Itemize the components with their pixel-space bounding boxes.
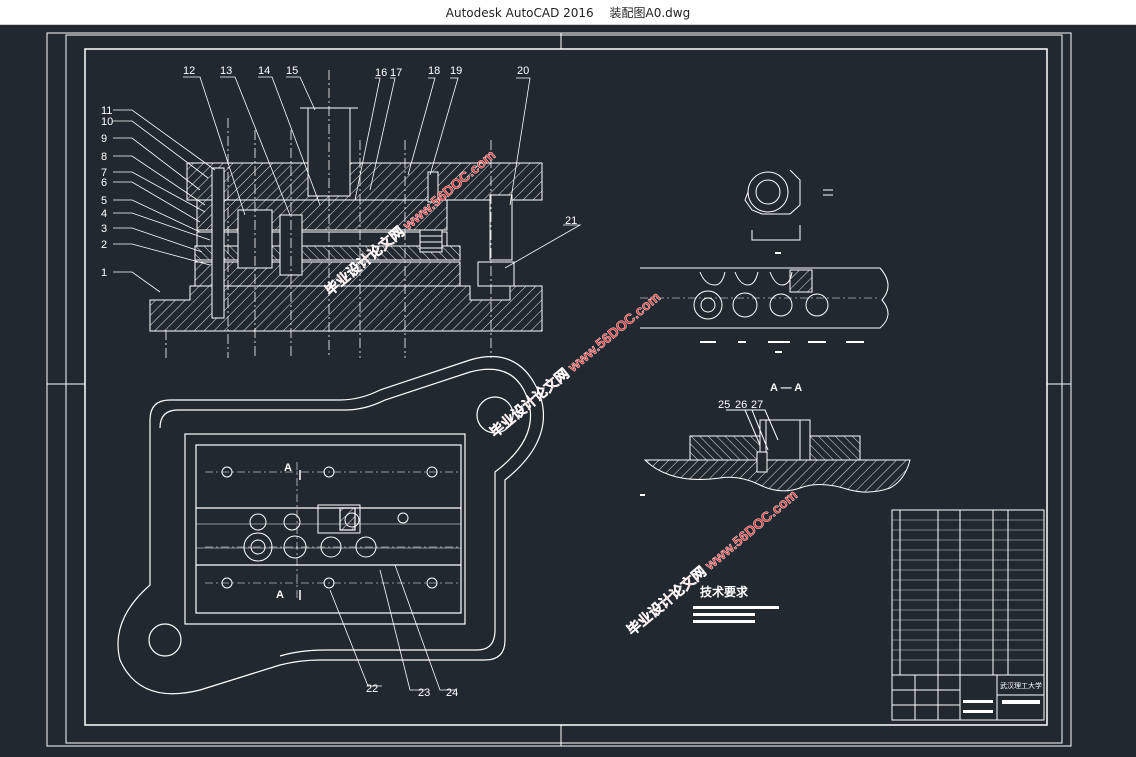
leader-23: 23: [418, 687, 430, 699]
leader-14: 14: [258, 65, 270, 77]
leader-10: 10: [101, 116, 113, 128]
leader-21: 21: [565, 215, 577, 227]
leader-6: 6: [101, 177, 107, 189]
leader-12: 12: [183, 65, 195, 77]
leader-15: 15: [286, 65, 298, 77]
plan-view: 22 23 24 A A: [117, 356, 544, 699]
part-detail-view: [744, 169, 833, 254]
window-title: Autodesk AutoCAD 2016 装配图A0.dwg: [0, 4, 1136, 21]
strip-layout-view: [640, 267, 889, 353]
leader-2: 2: [101, 239, 107, 251]
leader-17: 17: [390, 67, 402, 79]
title-block: 武汉理工大学: [891, 509, 1045, 721]
section-marker-a-top: A: [284, 462, 292, 474]
section-title-a-a: A — A: [770, 382, 802, 394]
leader-19: 19: [450, 65, 462, 77]
leader-13: 13: [220, 65, 232, 77]
leader-5: 5: [101, 195, 107, 207]
title-block-school: 武汉理工大学: [1000, 681, 1042, 690]
leader-8: 8: [101, 151, 107, 163]
file-name: 装配图A0.dwg: [609, 6, 691, 20]
technical-requirements: 技术要求: [693, 584, 779, 623]
cad-drawing[interactable]: 11 10 9 8 7 6 5 4 3 2 1 12 13 14 15 16 1…: [0, 25, 1136, 753]
leader-25: 25: [718, 399, 730, 411]
tech-req-title: 技术要求: [700, 584, 749, 599]
leader-11: 11: [101, 105, 112, 117]
leader-20: 20: [517, 65, 529, 77]
drawing-canvas[interactable]: 11 10 9 8 7 6 5 4 3 2 1 12 13 14 15 16 1…: [0, 25, 1136, 753]
leader-27: 27: [751, 399, 763, 411]
leader-22: 22: [366, 683, 378, 695]
leader-9: 9: [101, 133, 107, 145]
section-a-a-view: A — A 25 26 27: [640, 382, 911, 496]
leader-7: 7: [101, 167, 107, 179]
leader-1: 1: [101, 267, 107, 279]
app-title: Autodesk AutoCAD 2016: [445, 6, 594, 20]
leader-18: 18: [428, 65, 440, 77]
window-title-bar: Autodesk AutoCAD 2016 装配图A0.dwg: [0, 0, 1136, 25]
main-section-view: 11 10 9 8 7 6 5 4 3 2 1 12 13 14 15 16 1…: [101, 65, 582, 358]
section-marker-a-bottom: A: [276, 589, 284, 601]
leader-24: 24: [446, 687, 458, 699]
leader-26: 26: [735, 399, 747, 411]
leader-16: 16: [375, 67, 387, 79]
leader-3: 3: [101, 223, 107, 235]
drawing-frame: [46, 32, 1072, 747]
leader-4: 4: [101, 208, 107, 220]
